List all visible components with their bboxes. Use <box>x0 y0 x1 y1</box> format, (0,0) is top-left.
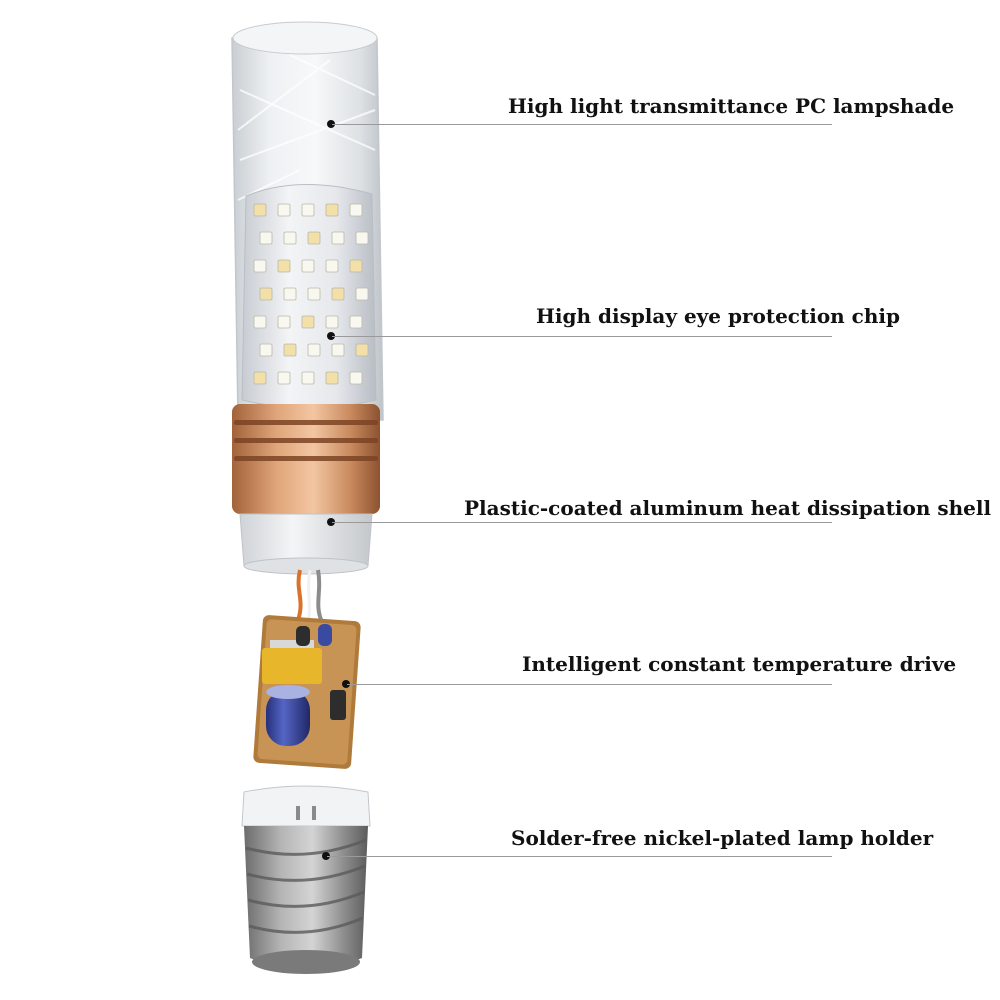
led-chip <box>349 371 363 385</box>
callout-label-holder: Solder-free nickel-plated lamp holder <box>511 826 934 850</box>
led-chip <box>307 343 321 357</box>
led-chip <box>283 287 297 301</box>
callout-label-lampshade: High light transmittance PC lampshade <box>508 94 955 118</box>
led-chip <box>277 203 291 217</box>
led-chip <box>301 371 315 385</box>
led-chip <box>253 203 267 217</box>
leader-line-shell <box>332 522 832 523</box>
screw-base-illustration <box>241 785 371 974</box>
led-chip <box>253 315 267 329</box>
callout-dot-drive <box>342 680 350 688</box>
led-chip <box>277 371 291 385</box>
led-chip <box>283 231 297 245</box>
led-chip <box>301 315 315 329</box>
led-chip <box>349 259 363 273</box>
leader-line-drive <box>347 684 832 685</box>
led-chip <box>325 259 339 273</box>
callout-dot-chip <box>327 332 335 340</box>
led-chip <box>331 231 345 245</box>
heat-sink-illustration <box>232 404 380 575</box>
led-chip <box>325 315 339 329</box>
led-chip <box>277 259 291 273</box>
led-chip <box>253 371 267 385</box>
led-chip <box>325 203 339 217</box>
callout-label-chip: High display eye protection chip <box>536 304 900 328</box>
led-chip <box>331 343 345 357</box>
callout-label-shell: Plastic-coated aluminum heat dissipation… <box>464 496 992 520</box>
led-chip <box>253 259 267 273</box>
led-chip <box>355 287 369 301</box>
callout-dot-holder <box>322 852 330 860</box>
led-chip <box>355 231 369 245</box>
led-chip <box>277 315 291 329</box>
led-chip <box>259 343 273 357</box>
led-chip-grid <box>253 203 369 385</box>
led-chip <box>259 231 273 245</box>
led-chip <box>259 287 273 301</box>
leader-line-lampshade <box>332 124 832 125</box>
callout-label-drive: Intelligent constant temperature drive <box>522 652 957 676</box>
led-chip <box>307 231 321 245</box>
led-chip <box>301 203 315 217</box>
led-chip <box>301 259 315 273</box>
led-chip <box>307 287 321 301</box>
led-chip <box>349 315 363 329</box>
callout-dot-shell <box>327 518 335 526</box>
led-chip <box>331 287 345 301</box>
driver-board-illustration <box>253 569 361 769</box>
leader-line-holder <box>327 856 832 857</box>
leader-line-chip <box>332 336 832 337</box>
led-chip <box>349 203 363 217</box>
led-chip <box>325 371 339 385</box>
led-chip-array-illustration <box>241 184 377 409</box>
led-chip <box>355 343 369 357</box>
led-chip <box>283 343 297 357</box>
callout-dot-lampshade <box>327 120 335 128</box>
